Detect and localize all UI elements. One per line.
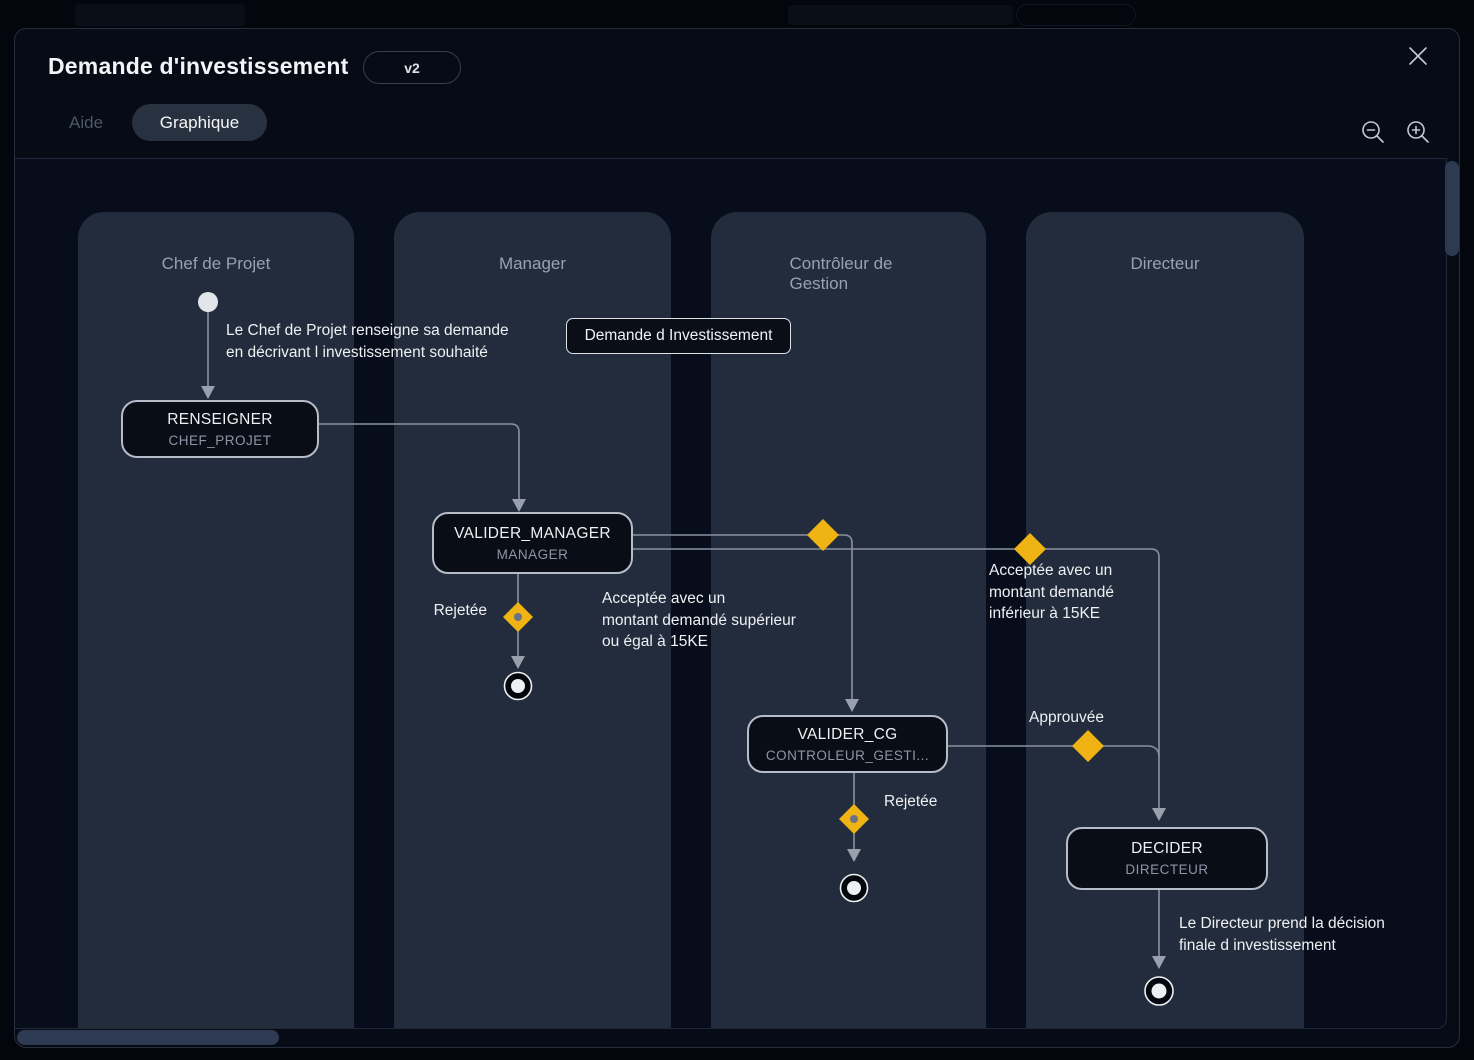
annotation-line: inférieur à 15KE [989,605,1101,622]
lane-title: Directeur [1130,254,1200,273]
lane-title: Manager [498,254,567,273]
start-event-icon[interactable] [198,292,218,312]
annotation-chef-de-projet: Le Chef de Projet renseigne sa demande e… [226,320,509,363]
task-role: CHEF_PROJET [168,432,272,448]
horizontal-scrollbar[interactable] [17,1030,279,1045]
artifact-demande-investissement[interactable]: Demande d Investissement [566,318,791,354]
background-toolbar-ghost [75,4,245,26]
task-name: DECIDER [1131,840,1203,857]
edge-label-rejetee-manager: Rejetée [433,602,487,619]
task-role: CONTROLEUR_GESTI... [765,747,930,763]
lane-title: Contrôleur de Gestion [789,254,893,293]
vertical-scrollbar[interactable] [1445,161,1459,256]
annotation-line: en décrivant l investissement souhaité [226,343,488,361]
annotation-acceptee-superieur: Acceptée avec un montant demandé supérie… [602,588,796,653]
gateways [503,519,1104,834]
task-name: VALIDER_MANAGER [454,524,611,542]
end-event-core-icon [847,881,861,895]
gateway-dot-icon [850,815,858,823]
annotation-line: Acceptée avec un [602,590,726,607]
task-role: MANAGER [496,546,569,562]
annotation-line: ou égal à 15KE [602,633,709,650]
arrowhead-icon [847,849,861,862]
background-text-ghost [788,5,1013,25]
annotation-line: Le Chef de Projet renseigne sa demande [226,322,509,339]
tab-graphique[interactable]: Graphique [132,104,267,141]
edge-renseigner-to-valider-manager [319,423,520,499]
edge-valider-manager-to-valider-cg [633,534,853,699]
annotation-line: Le Directeur prend la décision [1179,915,1385,932]
edge-valider-manager-to-decider [633,548,1160,808]
process-dialog: Demande d'investissement v2 Aide Graphiq… [14,28,1460,1048]
gateway-approved-icon[interactable] [1072,730,1104,762]
annotation-line: montant demandé supérieur [602,611,796,629]
lane-title: Chef de Projet [161,254,271,273]
edge-label-approuvee: Approuvée [1029,709,1104,726]
arrowheads [201,386,1166,969]
zoom-out-icon [1362,121,1384,143]
end-event-core-icon [1151,983,1167,999]
task-renseigner[interactable]: RENSEIGNER CHEF_PROJET [121,400,319,458]
diagram-canvas[interactable]: Chef de Projet Manager Contrôleur de Ges… [15,158,1447,1029]
arrowhead-icon [511,656,525,669]
dialog-title: Demande d'investissement [48,53,349,79]
arrowhead-icon [845,699,859,712]
annotation-acceptee-inferieur: Acceptée avec un montant demandé inférie… [989,560,1114,625]
annotation-directeur: Le Directeur prend la décision finale d … [1179,913,1385,956]
gateway-inf-15ke-icon[interactable] [1014,533,1046,565]
zoom-in-icon [1407,121,1429,143]
edge-label-rejetee-cg: Rejetée [884,793,938,810]
tab-aide[interactable]: Aide [69,113,104,132]
gateway-dot-icon [514,613,522,621]
lane-directeur: Directeur [1026,212,1304,1028]
task-role: DIRECTEUR [1125,862,1209,877]
arrowhead-icon [1152,956,1166,969]
task-name: RENSEIGNER [167,410,273,428]
end-events [503,671,1174,1006]
zoom-out-button[interactable] [1356,115,1390,149]
arrowhead-icon [201,386,215,399]
close-icon [1409,47,1427,65]
close-button[interactable] [1401,39,1435,73]
lane-chef-de-projet: Chef de Projet [78,212,354,1028]
version-badge: v2 [363,51,461,84]
arrowhead-icon [512,499,526,512]
zoom-in-button[interactable] [1401,115,1435,149]
end-event-core-icon [511,679,525,693]
task-decider[interactable]: DECIDER DIRECTEUR [1066,827,1268,890]
arrowhead-icon [1152,808,1166,821]
background-pill-ghost [1016,4,1136,26]
gateway-sup-15ke-icon[interactable] [807,519,839,551]
annotation-line: montant demandé [989,583,1114,601]
task-name: VALIDER_CG [797,725,898,743]
annotation-line: finale d investissement [1179,936,1336,954]
annotation-line: Acceptée avec un [989,562,1113,579]
edge-valider-cg-to-decider [948,745,1160,758]
task-valider-manager[interactable]: VALIDER_MANAGER MANAGER [432,512,633,574]
flow-edges-layer [198,292,1174,1006]
task-valider-cg[interactable]: VALIDER_CG CONTROLEUR_GESTI... [747,715,948,773]
